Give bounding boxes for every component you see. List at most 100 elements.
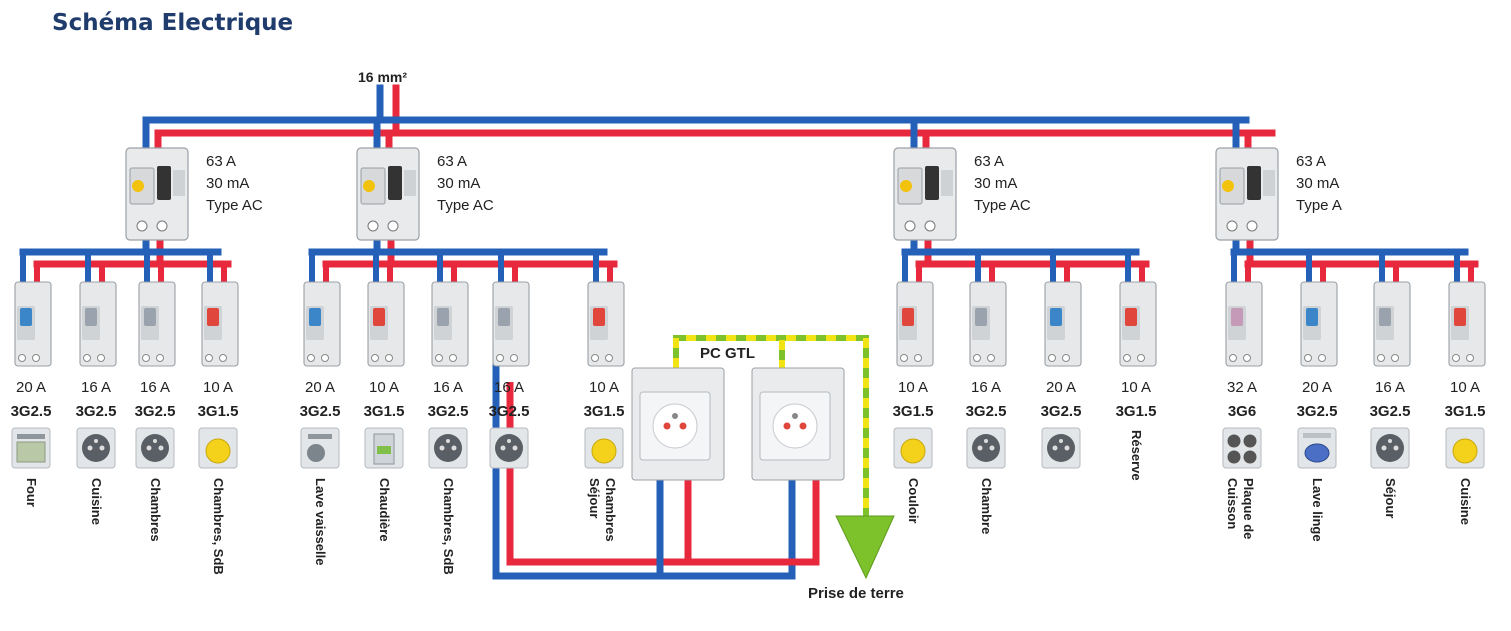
circuit-16-breaker-handle [1379, 308, 1391, 326]
circuit-9-label: Chambres [603, 478, 618, 542]
circuit-2-breaker-handle [85, 308, 97, 326]
circuit-14-label: Plaque de [1241, 478, 1256, 539]
socket-pin [1052, 445, 1058, 451]
socket-face [434, 434, 462, 462]
circuit-8-terminal-n [496, 354, 504, 362]
circuit-9-terminal-n [591, 354, 599, 362]
socket-face [1047, 434, 1075, 462]
circuit-11-terminal-n [973, 354, 981, 362]
circuit-2-amps: 16 A [81, 379, 111, 396]
circuit-8-amps: 16 A [494, 379, 524, 396]
circuit-10-terminal-l [914, 354, 922, 362]
rcd-3-sensitivity: 30 mA [974, 175, 1017, 192]
circuit-4-breaker-handle [207, 308, 219, 326]
circuit-11-label: Chambre [979, 478, 994, 534]
cooktop-icon [1222, 427, 1262, 469]
circuit-2-terminal-n [83, 354, 91, 362]
rcd-4-sensitivity: 30 mA [1296, 175, 1339, 192]
circuit-4-amps: 10 A [203, 379, 233, 396]
rcd-2-terminal-n [367, 220, 379, 232]
circuit-1-label: Four [24, 478, 39, 507]
circuit-13-label: Réserve [1129, 430, 1144, 481]
circuit-10-terminal-n [900, 354, 908, 362]
socket-icon [1041, 427, 1081, 469]
earth-line-stripe [673, 335, 869, 520]
socket-pin [87, 445, 93, 451]
rcd-2-rating: 63 A [437, 153, 467, 170]
circuit-17-terminal-n [1452, 354, 1460, 362]
circuit-16-cable: 3G2.5 [1370, 403, 1411, 420]
circuit-9-label: Séjour [587, 478, 602, 518]
rcd-3-rating: 63 A [974, 153, 1004, 170]
circuit-14-cable: 3G6 [1228, 403, 1256, 420]
circuit-13-terminal-n [1123, 354, 1131, 362]
circuit-3-terminal-l [156, 354, 164, 362]
circuit-13-breaker-handle [1125, 308, 1137, 326]
circuit-6-label: Chaudière [377, 478, 392, 542]
circuit-12-terminal-l [1062, 354, 1070, 362]
circuit-6-terminal-n [371, 354, 379, 362]
socket-pin [1381, 445, 1387, 451]
circuit-10-amps: 10 A [898, 379, 928, 396]
circuit-8-cable: 3G2.5 [489, 403, 530, 420]
rcd-1-terminal-n [136, 220, 148, 232]
burner [1243, 434, 1257, 448]
circuit-9-cable: 3G1.5 [584, 403, 625, 420]
circuit-16-amps: 16 A [1375, 379, 1405, 396]
circuit-5-label: Lave vaisselle [313, 478, 328, 565]
circuit-8-terminal-l [510, 354, 518, 362]
circuit-7-terminal-n [435, 354, 443, 362]
rcd-3-terminal-l [924, 220, 936, 232]
socket-earth [94, 439, 98, 443]
gtl-socket-1-pin [663, 422, 671, 430]
socket-face [141, 434, 169, 462]
rcd-4-rating: 63 A [1296, 153, 1326, 170]
circuit-4-cable: 3G1.5 [198, 403, 239, 420]
socket-face [1376, 434, 1404, 462]
rcd-2-terminal-l [387, 220, 399, 232]
circuit-7-cable: 3G2.5 [428, 403, 469, 420]
socket-pin [439, 445, 445, 451]
circuit-9-breaker-handle [593, 308, 605, 326]
rcd-1-rating: 63 A [206, 153, 236, 170]
circuit-1-cable: 3G2.5 [11, 403, 52, 420]
rcd-4-handle [1247, 166, 1261, 200]
circuit-11-cable: 3G2.5 [966, 403, 1007, 420]
rcd-2-type: Type AC [437, 197, 494, 214]
circuit-15-amps: 20 A [1302, 379, 1332, 396]
rcd-3-label-plate [941, 170, 953, 196]
socket-icon [135, 427, 175, 469]
circuit-8-breaker-handle [498, 308, 510, 326]
circuit-15-terminal-n [1304, 354, 1312, 362]
circuit-3-breaker-handle [144, 308, 156, 326]
circuit-17-terminal-l [1466, 354, 1474, 362]
rcd-1-terminal-l [156, 220, 168, 232]
dishwasher-dish [307, 444, 325, 462]
circuit-14-terminal-l [1243, 354, 1251, 362]
lamp-icon [1445, 427, 1485, 469]
rcd-1-label-plate [173, 170, 185, 196]
gtl-socket-2-outlet [772, 403, 818, 449]
socket-pin [146, 445, 152, 451]
socket-icon [966, 427, 1006, 469]
socket-pin [512, 445, 518, 451]
supply-section-label: 16 mm² [358, 69, 407, 85]
rcd-4-label-plate [1263, 170, 1275, 196]
circuit-14-terminal-n [1229, 354, 1237, 362]
circuit-6-amps: 10 A [369, 379, 399, 396]
gtl-socket-2-pin [783, 422, 791, 430]
dishwasher-icon [300, 427, 340, 469]
circuit-12-breaker-handle [1050, 308, 1062, 326]
washer-panel [1303, 433, 1331, 438]
washer-icon [1297, 427, 1337, 469]
socket-earth [984, 439, 988, 443]
socket-icon [1370, 427, 1410, 469]
gtl-socket-1-earth-pin [672, 413, 678, 419]
circuit-16-label: Séjour [1383, 478, 1398, 518]
rcd-2-label-plate [404, 170, 416, 196]
circuit-1-terminal-l [32, 354, 40, 362]
circuit-4-label: Chambres, SdB [211, 478, 226, 575]
circuit-15-breaker-handle [1306, 308, 1318, 326]
lamp-bulb [900, 438, 926, 464]
